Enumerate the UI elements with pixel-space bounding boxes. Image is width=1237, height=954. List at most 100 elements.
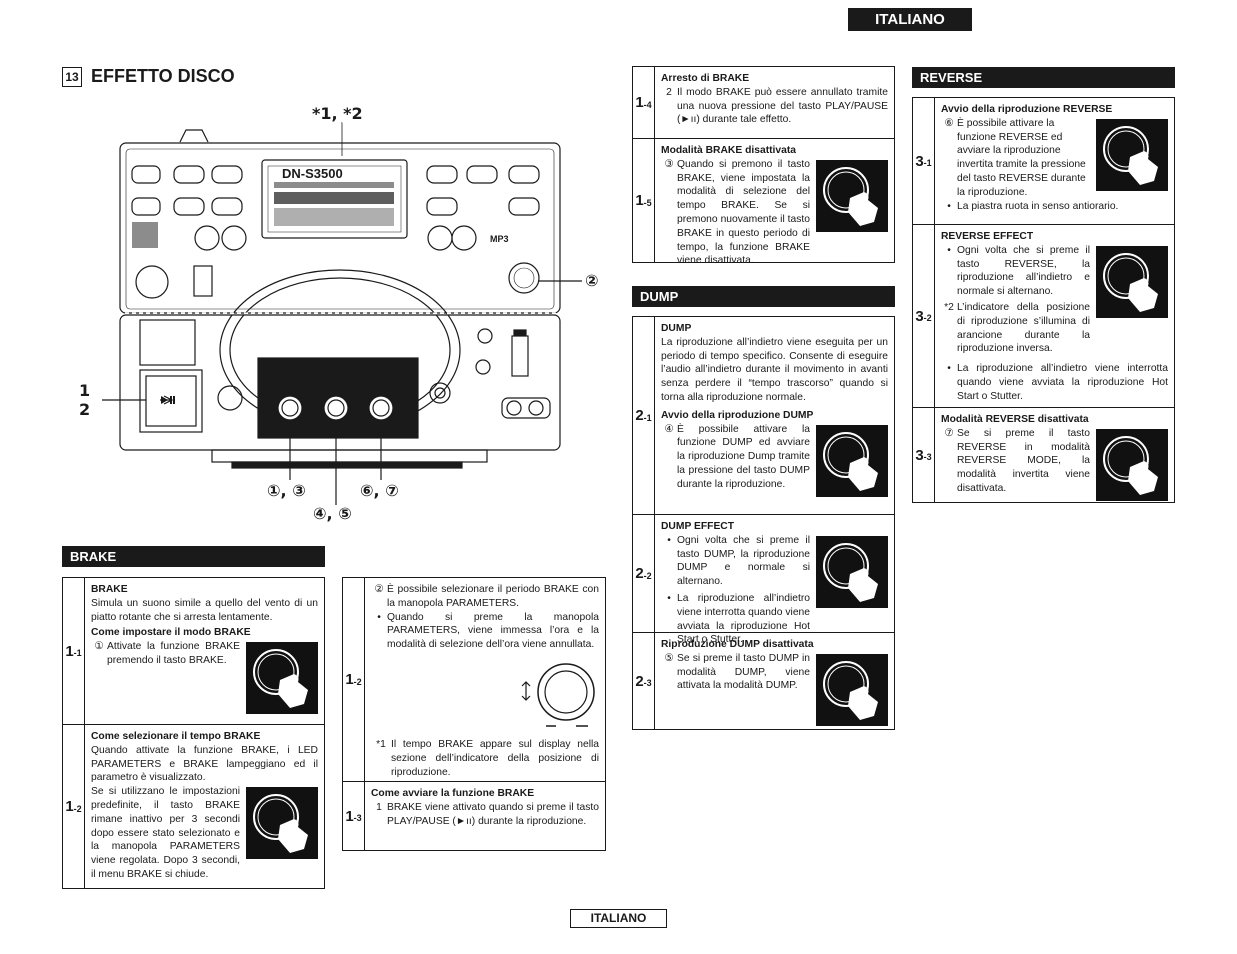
- bullet-text: Ogni volta che si preme il tasto DUMP, l…: [677, 534, 810, 588]
- bullet-text: Quando si preme la manopola PARAMETERS, …: [387, 611, 599, 651]
- section-title-text: EFFETTO DISCO: [91, 66, 235, 86]
- finger-press-icon: [1096, 245, 1168, 318]
- top-callout: *1, *2: [312, 104, 363, 123]
- bullet-marker: •: [667, 534, 671, 546]
- bullet-marker: ②: [374, 584, 384, 595]
- row-label: 1-5: [633, 139, 655, 262]
- row-heading: Riproduzione DUMP disattivata: [661, 639, 814, 650]
- row-subheading: Come impostare il modo BRAKE: [91, 627, 251, 639]
- finger-press-icon: [246, 642, 318, 715]
- row-subheading: Avvio della riproduzione DUMP: [661, 409, 814, 421]
- finger-press-icon: [246, 787, 318, 860]
- callout-1: 1: [79, 381, 91, 400]
- bullet-text: È possibile attivare la funzione REVERSE…: [957, 117, 1086, 198]
- finger-press-icon: [1096, 118, 1168, 191]
- row-label: 2-1: [633, 317, 655, 514]
- row-label: 1-2: [343, 578, 365, 781]
- row-label: 3-2: [913, 225, 935, 407]
- bullet-text: Attivate la funzione BRAKE premendo il t…: [107, 641, 240, 666]
- bullet-text: La riproduzione all’indietro viene inter…: [677, 592, 810, 646]
- bullet-marker: ③: [664, 158, 674, 170]
- row-text: Quando attivate la funzione BRAKE, i LED…: [91, 744, 318, 784]
- row-label: 1-1: [63, 578, 85, 724]
- row-text: Simula un suono simile a quello del vent…: [91, 597, 318, 623]
- row-heading: Modalità REVERSE disattivata: [941, 414, 1089, 425]
- row-heading: Avvio della riproduzione REVERSE: [941, 104, 1113, 115]
- bullet-text: BRAKE viene attivato quando si preme il …: [387, 801, 599, 827]
- bullet-marker: ④: [664, 423, 674, 435]
- bullet-text: Se si preme il tasto DUMP in modalità DU…: [677, 652, 810, 692]
- note-text: L’indicatore della posizione di riproduz…: [957, 301, 1090, 355]
- row-2-2: 2-2 DUMP EFFECT • Ogni volta che si preme…: [633, 514, 894, 645]
- device-figure: *1, *2: [62, 100, 622, 530]
- section-number: 13: [62, 66, 82, 87]
- parameters-knob-icon: [371, 660, 599, 732]
- bullet-marker: ①: [94, 641, 104, 653]
- brake-table-left: 1-1 BRAKE Simula un suono simile a quell…: [62, 577, 325, 889]
- device-drawing: DN-S3500 MP3: [62, 121, 622, 505]
- bullet-marker: •: [947, 363, 951, 375]
- bullet-text: Quando si premono il tasto BRAKE, viene …: [677, 158, 810, 267]
- note-text: Il tempo BRAKE appare sul display nella …: [391, 738, 599, 778]
- dump-table: 2-1 DUMP La riproduzione all’indietro vi…: [632, 316, 895, 730]
- bullet-marker: ⑤: [664, 652, 674, 664]
- note-marker: *2: [944, 301, 954, 313]
- bullet-marker: ⑥: [944, 117, 954, 129]
- row-heading: Come avviare la funzione BRAKE: [371, 788, 535, 799]
- callout-2: 2: [79, 400, 91, 419]
- callout-4-5: ④, ⑤: [313, 504, 352, 523]
- bullet-marker: ⑦: [944, 427, 954, 439]
- bullet-marker: 1: [376, 801, 382, 813]
- bullet-marker: •: [377, 611, 381, 623]
- bullet-text: Il modo BRAKE può essere annullato trami…: [677, 86, 888, 126]
- bullet-text: Ogni volta che si preme il tasto REVERSE…: [957, 244, 1090, 298]
- row-heading: DUMP: [661, 323, 692, 334]
- bullet-text: È possibile attivare la funzione DUMP ed…: [677, 423, 810, 490]
- bullet-text: La riproduzione all’indietro viene inter…: [957, 363, 1168, 402]
- finger-press-icon: [1096, 428, 1168, 501]
- row-label: 2-3: [633, 633, 655, 729]
- row-heading: REVERSE EFFECT: [941, 231, 1034, 242]
- finger-press-icon: [816, 159, 888, 232]
- bullet-text: La piastra ruota in senso antiorario.: [957, 200, 1119, 212]
- row-heading: Come selezionare il tempo BRAKE: [91, 731, 261, 742]
- mp3-label: MP3: [490, 234, 509, 244]
- row-label: 3-1: [913, 98, 935, 224]
- brake-bar: BRAKE: [62, 546, 325, 567]
- reverse-bar: REVERSE: [912, 67, 1175, 88]
- row-label: 1-4: [633, 67, 655, 138]
- callout-knob: ②: [585, 271, 599, 290]
- dump-bar: DUMP: [632, 286, 895, 307]
- callout-1-3: ①, ③: [267, 481, 306, 500]
- row-heading: DUMP EFFECT: [661, 521, 735, 532]
- footer-language: ITALIANO: [570, 909, 667, 928]
- row-1-2: 1-2 Come selezionare il tempo BRAKE Quan…: [63, 724, 324, 888]
- device-label: DN-S3500: [282, 166, 343, 181]
- bullet-marker: •: [947, 244, 951, 256]
- row-label: 1-3: [343, 782, 365, 850]
- row-heading: Modalità BRAKE disattivata: [661, 145, 797, 156]
- row-label: 1-2: [63, 725, 85, 888]
- row-heading: BRAKE: [91, 584, 128, 595]
- row-label: 2-2: [633, 515, 655, 632]
- finger-press-icon: [816, 653, 888, 726]
- finger-press-icon: [816, 424, 888, 497]
- row-text: La riproduzione all’indietro viene esegu…: [661, 336, 888, 403]
- callout-6-7: ⑥, ⑦: [360, 481, 399, 500]
- bullet-marker: •: [667, 592, 671, 604]
- row-text: Se si utilizzano le impostazioni predefi…: [91, 786, 240, 880]
- bullet-text: È possibile selezionare il periodo BRAKE…: [387, 584, 599, 609]
- row-label: 3-3: [913, 408, 935, 502]
- row-1-3: 1-3 Come avviare la funzione BRAKE 1 BRAK…: [343, 781, 605, 850]
- bullet-marker: •: [947, 200, 951, 212]
- bullet-marker: 2: [666, 86, 672, 98]
- row-1-1: 1-1 BRAKE Simula un suono simile a quell…: [63, 578, 324, 724]
